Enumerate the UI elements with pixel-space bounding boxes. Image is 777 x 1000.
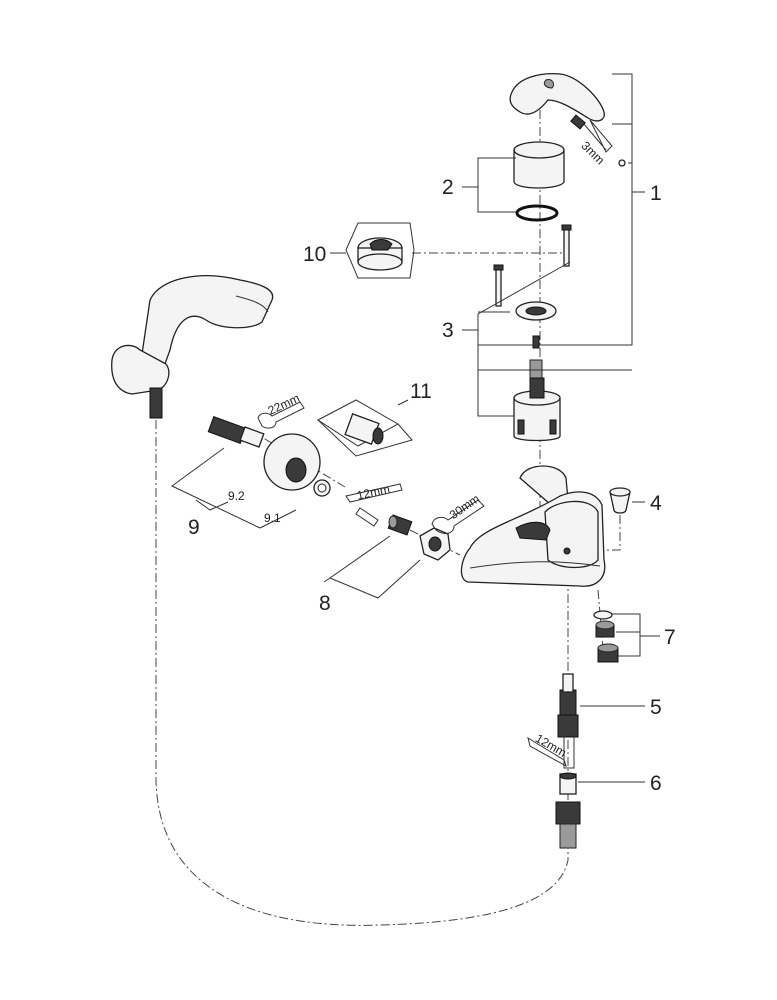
wall-flange — [263, 433, 321, 491]
callout-7: 7 — [664, 626, 676, 649]
aerator-insert — [595, 620, 615, 638]
locking-ring — [515, 301, 557, 321]
tool-size-22mm: 22mm — [266, 391, 302, 418]
mixer-body — [460, 465, 606, 587]
hose-connector — [555, 801, 581, 849]
hex-key-12mm-mid-icon — [345, 483, 403, 527]
aerator-washer — [593, 610, 613, 620]
hose-path-line — [155, 420, 569, 926]
set-screw — [570, 114, 586, 130]
callout-9-2: 9.2 — [228, 489, 245, 503]
tool-size-3mm: 3mm — [579, 139, 608, 168]
callout-4: 4 — [650, 492, 662, 515]
spindle — [529, 359, 543, 379]
callout-11: 11 — [410, 380, 432, 403]
flange-washer — [313, 479, 331, 497]
wrench-30mm-icon — [431, 499, 485, 534]
callout-9: 9 — [188, 516, 200, 539]
part11-box — [317, 399, 413, 457]
wall-elbow-union — [207, 416, 265, 448]
plug-cap — [609, 487, 631, 514]
part8-axis-line — [409, 529, 461, 556]
hose-end — [149, 387, 163, 419]
tool-size-12mm-mid: 12mm — [356, 482, 392, 503]
callout-8: 8 — [319, 592, 331, 615]
aerator-housing — [597, 643, 619, 663]
callout-5: 5 — [650, 696, 662, 719]
callout-1: 1 — [650, 182, 662, 205]
union-connector — [387, 514, 413, 536]
cap-plug — [618, 159, 626, 167]
tool-size-30mm: 30mm — [447, 491, 482, 522]
cover-cap — [513, 141, 565, 189]
callout-3: 3 — [442, 319, 454, 342]
callout-2: 2 — [442, 176, 454, 199]
o-ring — [515, 204, 559, 222]
leader-lines — [171, 73, 660, 783]
part10-box — [345, 222, 415, 279]
union-nut — [419, 527, 451, 561]
long-screw-left — [493, 264, 504, 307]
callout-9-1: 9.1 — [264, 511, 281, 525]
cartridge — [513, 377, 561, 442]
hand-shower — [141, 275, 274, 376]
nipple — [559, 772, 577, 795]
handle-lever — [509, 72, 605, 122]
small-pin — [532, 335, 540, 349]
shower-holder — [111, 344, 170, 395]
long-screw-right — [561, 224, 572, 267]
hex-key-3mm-icon — [583, 119, 613, 153]
hex-key-12mm-bottom-icon — [527, 735, 575, 769]
wrench-22mm-icon — [257, 401, 305, 429]
diverter — [557, 673, 579, 738]
callout-6: 6 — [650, 772, 662, 795]
callout-10: 10 — [303, 243, 326, 266]
